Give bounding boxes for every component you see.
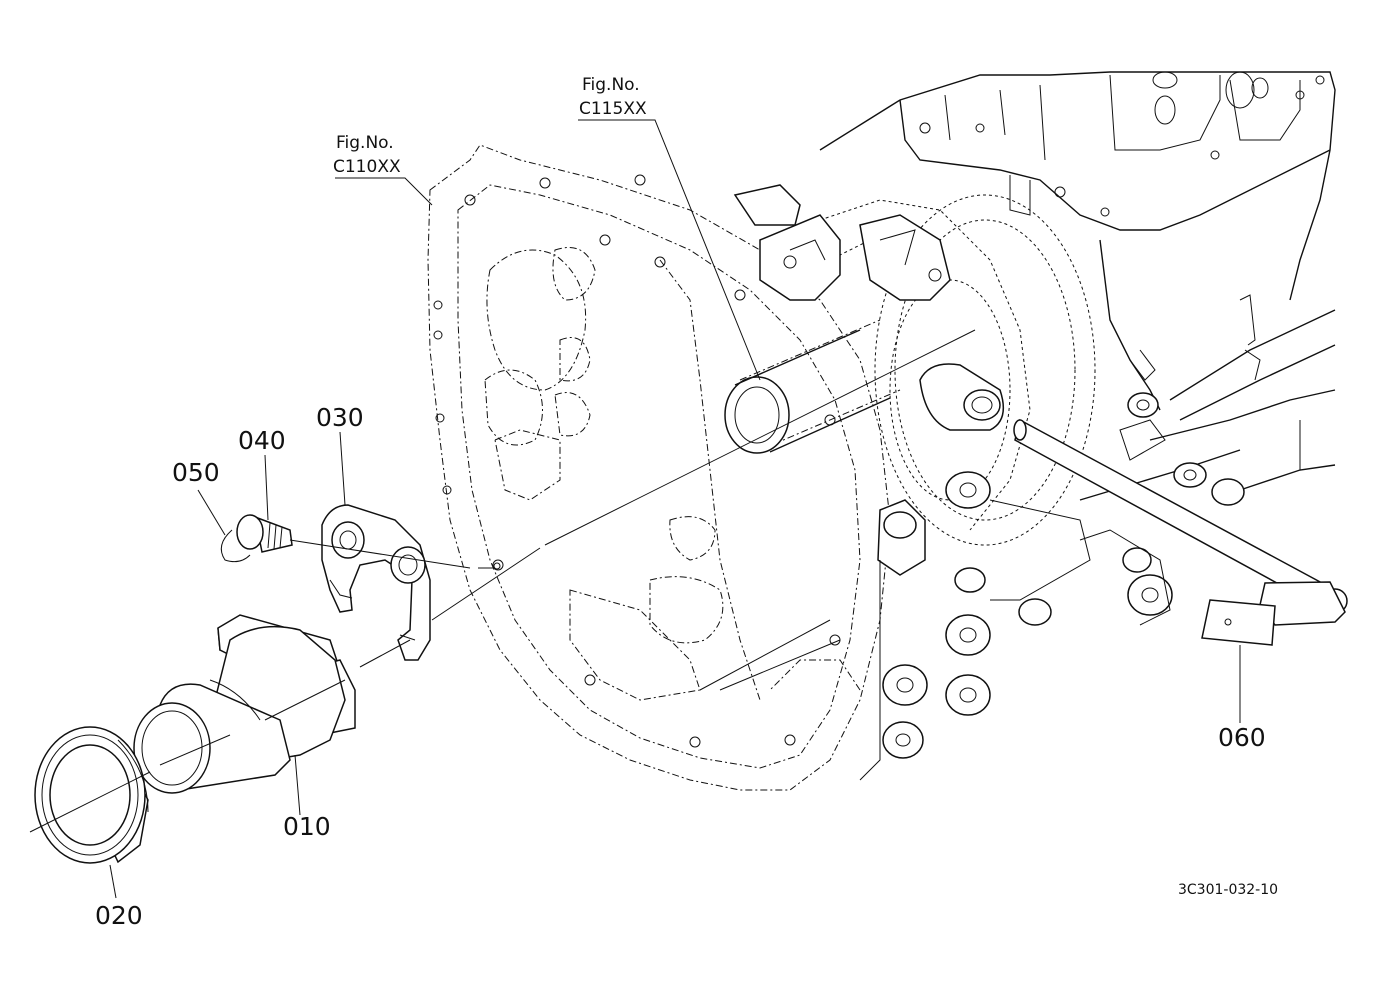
figure-reference-c115: Fig.No. C115XX bbox=[579, 75, 647, 119]
bolt-axis-line bbox=[289, 539, 495, 569]
part-number-060: 060 bbox=[1218, 723, 1266, 752]
case-lower-bosses bbox=[699, 471, 1173, 781]
fig-ref-code-2: C115XX bbox=[579, 99, 647, 119]
part-050-spring-washer bbox=[220, 529, 251, 563]
fig-ref-code-1: C110XX bbox=[333, 157, 401, 177]
part-number-020: 020 bbox=[95, 901, 143, 930]
part-040-bolt bbox=[236, 514, 293, 553]
leader-lines bbox=[109, 119, 1241, 899]
flange-bolt-holes bbox=[433, 174, 841, 748]
fig-ref-label-2: Fig.No. bbox=[582, 75, 640, 95]
clutch-housing bbox=[427, 144, 891, 791]
part-020-release-bearing bbox=[34, 726, 149, 864]
part-number-050: 050 bbox=[172, 458, 220, 487]
fig-ref-label-1: Fig.No. bbox=[336, 133, 394, 153]
axis-marker bbox=[493, 562, 501, 570]
drawing-code: 3C301-032-10 bbox=[1178, 882, 1278, 898]
figure-reference-c110: Fig.No. C110XX bbox=[333, 133, 401, 177]
assembly-center-line bbox=[29, 329, 976, 833]
input-shaft-housing bbox=[724, 184, 1096, 546]
part-010-release-hub bbox=[133, 614, 356, 794]
part-number-040: 040 bbox=[238, 426, 286, 455]
part-060-lever-shaft bbox=[1013, 418, 1348, 646]
part-030-release-fork bbox=[321, 504, 431, 661]
part-number-010: 010 bbox=[283, 812, 331, 841]
transmission-case bbox=[819, 71, 1336, 506]
part-number-030: 030 bbox=[316, 403, 364, 432]
